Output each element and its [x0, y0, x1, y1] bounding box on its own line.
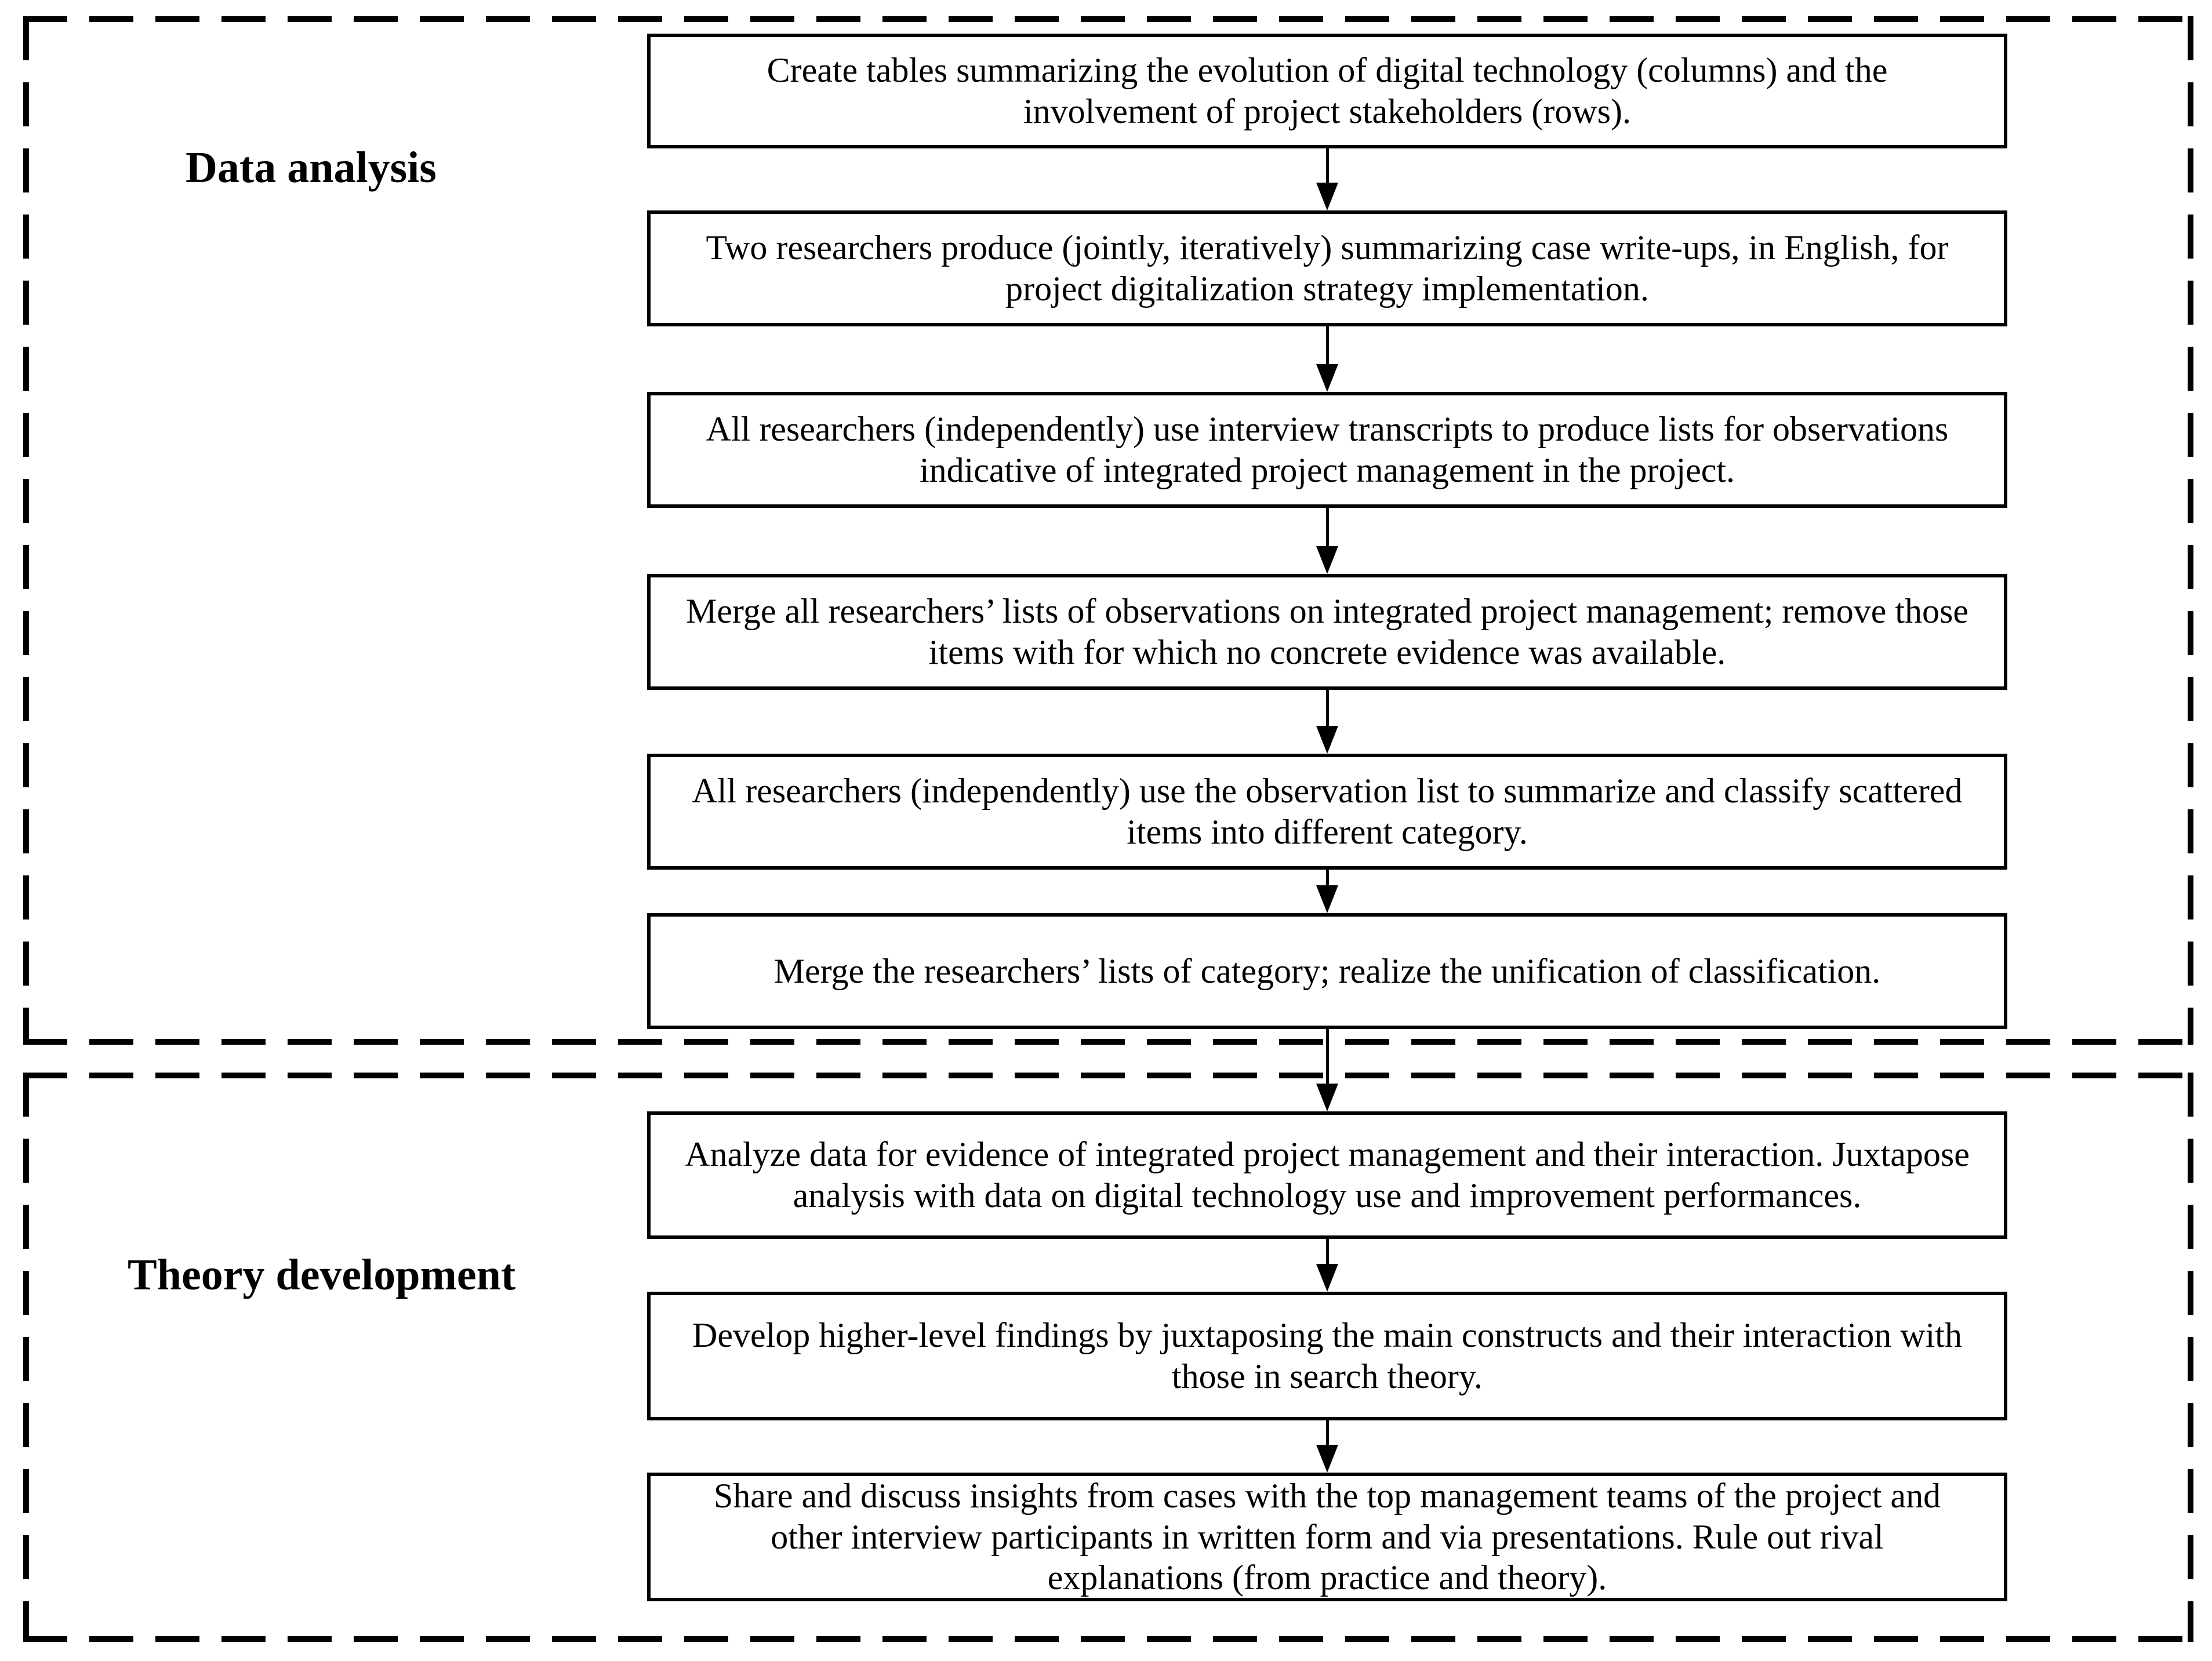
data-analysis-frame-left: [23, 16, 29, 1045]
arrow-head: [1316, 885, 1338, 913]
step-box-share-insights: Share and discuss insights from cases wi…: [647, 1473, 2007, 1601]
data-analysis-frame-top: [23, 16, 2193, 22]
down-arrow-icon: [1313, 690, 1342, 754]
arrow-head: [1316, 1264, 1338, 1292]
down-arrow-icon: [1313, 1420, 1342, 1473]
section-label-data-analysis: Data analysis: [186, 143, 437, 192]
down-arrow-icon: [1313, 148, 1342, 210]
down-arrow-icon: [1313, 1029, 1342, 1111]
arrow-shaft: [1325, 1239, 1329, 1264]
step-box-observation-lists: All researchers (independently) use inte…: [647, 392, 2007, 508]
theory-development-frame-right: [2188, 1073, 2193, 1642]
arrow-shaft: [1325, 148, 1329, 183]
arrow-head: [1316, 183, 1338, 210]
down-arrow-icon: [1313, 1239, 1342, 1292]
theory-development-frame-bottom: [23, 1636, 2193, 1642]
theory-development-frame-top: [23, 1073, 2193, 1078]
step-box-analyze-data: Analyze data for evidence of integrated …: [647, 1111, 2007, 1239]
arrow-head: [1316, 1445, 1338, 1473]
arrow-head: [1316, 364, 1338, 392]
step-box-merge-observations: Merge all researchers’ lists of observat…: [647, 574, 2007, 690]
arrow-shaft: [1325, 326, 1329, 364]
data-analysis-frame-right: [2188, 16, 2193, 1045]
step-box-merge-categories: Merge the researchers’ lists of category…: [647, 913, 2007, 1029]
step-box-case-write-ups: Two researchers produce (jointly, iterat…: [647, 210, 2007, 326]
down-arrow-icon: [1313, 870, 1342, 913]
arrow-shaft: [1325, 508, 1329, 546]
theory-development-frame-left: [23, 1073, 29, 1642]
arrow-shaft: [1325, 1029, 1329, 1084]
down-arrow-icon: [1313, 508, 1342, 574]
section-label-theory-development: Theory development: [128, 1251, 516, 1299]
arrow-shaft: [1325, 870, 1329, 885]
step-box-classify-items: All researchers (independently) use the …: [647, 754, 2007, 870]
arrow-shaft: [1325, 690, 1329, 726]
arrow-head: [1316, 726, 1338, 754]
arrow-shaft: [1325, 1420, 1329, 1445]
arrow-head: [1316, 546, 1338, 574]
step-box-create-tables: Create tables summarizing the evolution …: [647, 34, 2007, 148]
data-analysis-frame-bottom: [23, 1039, 2193, 1045]
down-arrow-icon: [1313, 326, 1342, 392]
arrow-head: [1316, 1084, 1338, 1111]
step-box-higher-level-findings: Develop higher-level findings by juxtapo…: [647, 1292, 2007, 1420]
